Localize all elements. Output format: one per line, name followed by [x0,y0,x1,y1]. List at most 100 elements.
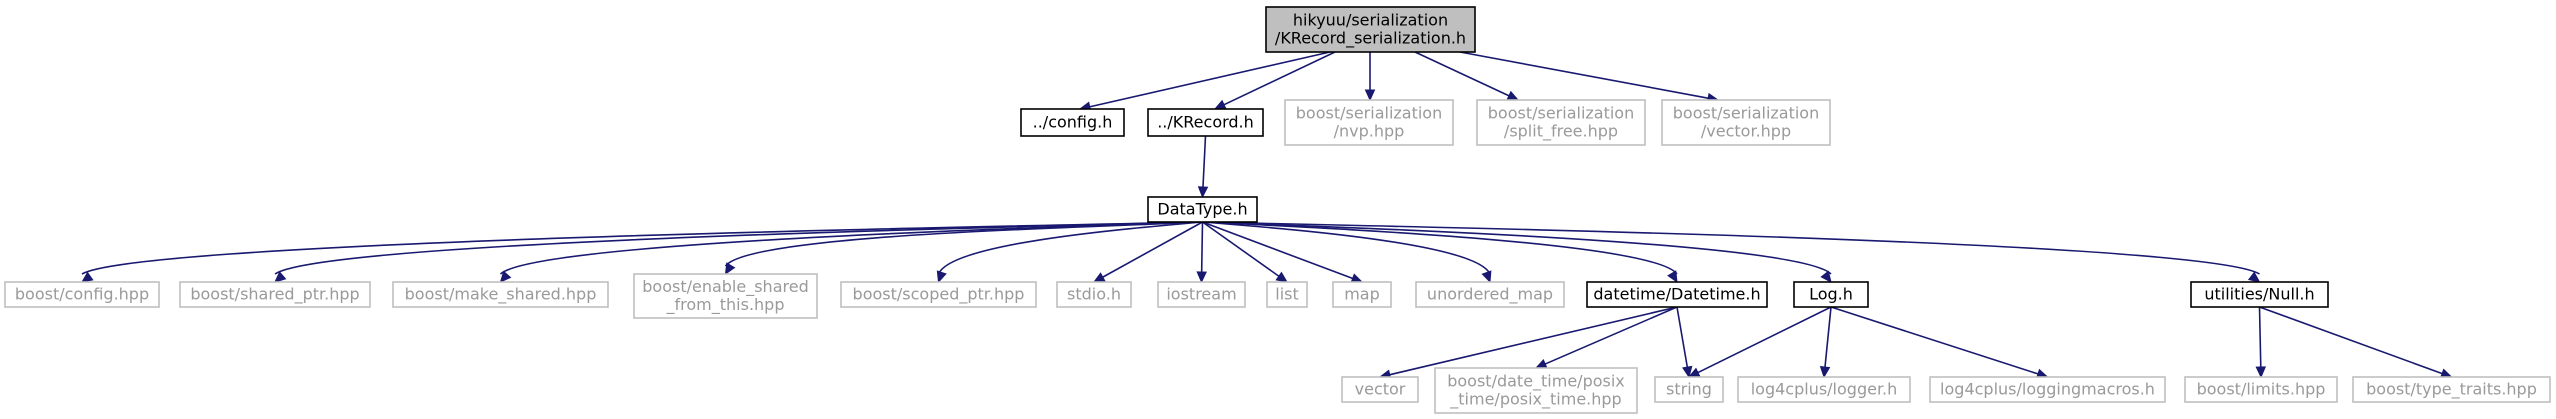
arrowhead-datatype_h-to-datetime_h [1667,270,1678,284]
edge-log_h-to-string [1695,306,1832,375]
arrowhead-datetime_h-to-string [1682,365,1693,379]
node-nvp-hpp: boost/serialization/nvp.hpp [1284,99,1454,146]
node-config-h[interactable]: ../config.h [1020,108,1125,137]
node-label: boost/serialization [1488,104,1634,123]
node-label: string [1666,380,1712,399]
node-box [2190,281,2329,308]
edge-datatype_h-to-iostream [1200,221,1204,275]
node-vector: vector [1341,376,1419,403]
node-box [1476,99,1646,146]
edge-root-to-config_h [1087,51,1331,109]
node-box [1020,108,1125,137]
arrowhead-datatype_h-to-unordered_map [1481,270,1492,284]
node-label: ../KRecord.h [1157,113,1254,132]
node-label: vector [1355,380,1406,399]
edge-datatype_h-to-stdio_h [1100,221,1203,279]
node-label: /split_free.hpp [1504,122,1618,142]
node-type-traits-hpp: boost/type_traits.hpp [2352,376,2551,403]
edge-null_h-to-type_traits_hpp [2259,306,2445,376]
node-label: map [1344,285,1380,304]
node-label: boost/limits.hpp [2197,380,2326,399]
node-logger-h: log4cplus/logger.h [1737,376,1911,403]
node-box [1265,6,1476,53]
arrowhead-krecord_h-to-datatype_h [1197,186,1209,199]
node-null-h[interactable]: utilities/Null.h [2190,281,2329,308]
node-root[interactable]: hikyuu/serialization/KRecord_serializati… [1265,6,1476,53]
node-label: DataType.h [1157,200,1247,219]
edge-datatype_h-to-shared_ptr_hpp [274,221,1203,275]
node-box [2352,376,2551,403]
node-log-h[interactable]: Log.h [1793,281,1869,308]
node-label: list [1275,285,1299,304]
node-label: boost/shared_ptr.hpp [190,285,359,305]
edges-layer [81,51,2453,380]
node-box [1737,376,1911,403]
node-label: boost/make_shared.hpp [405,285,597,305]
node-datetime-h[interactable]: datetime/Datetime.h [1586,281,1768,308]
edge-datatype_h-to-unordered_map [1202,221,1491,275]
node-box [1284,99,1454,146]
edge-null_h-to-limits_hpp [2258,306,2262,370]
node-label: boost/serialization [1673,104,1819,123]
node-iostream: iostream [1157,281,1246,308]
arrowhead-datatype_h-to-make_shared_hpp [499,270,512,283]
arrowhead-root-to-nvp_hpp [1364,89,1376,102]
node-box [1157,281,1246,308]
node-box [392,281,609,308]
node-scoped-ptr-hpp: boost/scoped_ptr.hpp [840,281,1037,308]
node-posix-time-hpp: boost/date_time/posix_time/posix_time.hp… [1434,367,1638,414]
edge-root-to-split_free_hpp [1414,51,1512,98]
arrowhead-datatype_h-to-null_h [2247,271,2261,283]
node-label: stdio.h [1067,285,1121,304]
node-label: boost/config.hpp [15,285,149,304]
node-box [1147,108,1264,137]
node-box [1661,99,1831,146]
edge-root-to-vector_hpp [1459,51,1711,100]
node-label: boost/type_traits.hpp [2366,380,2537,400]
edge-datetime_h-to-posix_time_hpp [1543,306,1678,366]
edge-datetime_h-to-vector [1387,306,1678,376]
node-label: log4cplus/loggingmacros.h [1940,380,2155,399]
node-box [840,281,1037,308]
node-loggingmacros-h: log4cplus/loggingmacros.h [1929,376,2166,403]
node-box [1341,376,1419,403]
node-label: hikyuu/serialization [1293,11,1448,30]
arrowhead-null_h-to-limits_hpp [2255,366,2267,379]
arrowhead-root-to-split_free_hpp [1506,90,1520,101]
arrowhead-datetime_h-to-posix_time_hpp [1534,358,1548,369]
node-box [1929,376,2166,403]
node-label: utilities/Null.h [2204,285,2314,304]
node-krecord-h[interactable]: ../KRecord.h [1147,108,1264,137]
node-stdio-h: stdio.h [1056,281,1132,308]
arrowhead-datatype_h-to-boost_config_hpp [81,271,94,283]
node-label: boost/serialization [1296,104,1442,123]
edge-datatype_h-to-enable_shared_hpp [724,221,1203,267]
node-label: datetime/Datetime.h [1593,285,1760,304]
arrowhead-root-to-krecord_h [1213,99,1227,110]
node-box [179,281,371,308]
node-label: boost/scoped_ptr.hpp [853,285,1025,305]
node-box [4,281,160,308]
edge-datatype_h-to-log_h [1202,221,1832,275]
node-make-shared-hpp: boost/make_shared.hpp [392,281,609,308]
node-label: log4cplus/logger.h [1751,380,1898,399]
node-label: _from_this.hpp [666,295,785,315]
node-list: list [1266,281,1308,308]
arrowhead-datatype_h-to-log_h [1820,270,1832,283]
node-shared-ptr-hpp: boost/shared_ptr.hpp [179,281,371,308]
node-datatype-h[interactable]: DataType.h [1147,196,1258,223]
node-split-free-hpp: boost/serialization/split_free.hpp [1476,99,1646,146]
node-label: boost/enable_shared [642,277,808,297]
node-limits-hpp: boost/limits.hpp [2184,376,2338,403]
node-unordered-map: unordered_map [1415,281,1565,308]
node-box [1147,196,1258,223]
edge-log_h-to-logger_h [1824,306,1832,370]
node-label: ../config.h [1033,113,1113,132]
nodes-layer: hikyuu/serialization/KRecord_serializati… [4,6,2551,414]
arrowhead-log_h-to-logger_h [1819,366,1831,379]
node-boost-config-hpp: boost/config.hpp [4,281,160,308]
node-map: map [1332,281,1392,308]
edge-log_h-to-loggingmacros_h [1830,306,2041,376]
node-box [1266,281,1308,308]
